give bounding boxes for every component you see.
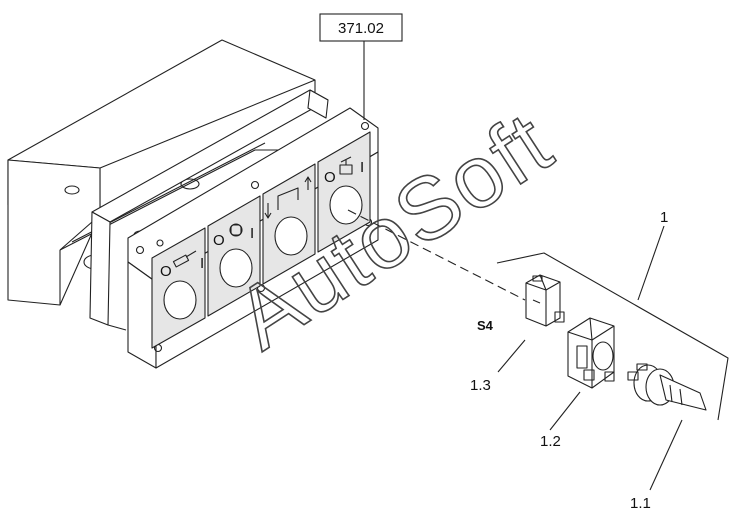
callout-contact-block: 1.3 xyxy=(470,377,491,394)
button-window-3 xyxy=(262,163,316,285)
assembly-axis xyxy=(347,209,526,301)
contact-block-leader xyxy=(497,339,526,373)
button-window-2 xyxy=(207,195,261,317)
on-mark-4: I xyxy=(360,159,364,176)
callout-assembly: 1 xyxy=(660,209,668,226)
callout-adapter: 1.2 xyxy=(540,433,561,450)
adapter-leader xyxy=(549,391,581,431)
assembly-bracket xyxy=(496,252,729,421)
assembly-leader xyxy=(637,225,665,301)
callout-selector: 1.1 xyxy=(630,495,651,512)
selector-knob xyxy=(627,363,707,411)
off-mark-4: O xyxy=(324,169,336,186)
contact-block xyxy=(525,274,565,327)
off-mark-1: O xyxy=(160,263,172,280)
off-mark-2: O xyxy=(213,232,225,249)
on-mark-1: I xyxy=(200,255,204,272)
adapter xyxy=(567,317,615,389)
selector-leader xyxy=(649,419,683,491)
on-mark-2: I xyxy=(250,225,254,242)
callout-switch-id: S4 xyxy=(477,318,494,333)
button-window-1 xyxy=(151,227,206,349)
reference-label: 371.02 xyxy=(338,20,384,37)
reference-box xyxy=(319,13,403,42)
button-window-4 xyxy=(317,131,371,253)
gasket xyxy=(89,89,329,331)
